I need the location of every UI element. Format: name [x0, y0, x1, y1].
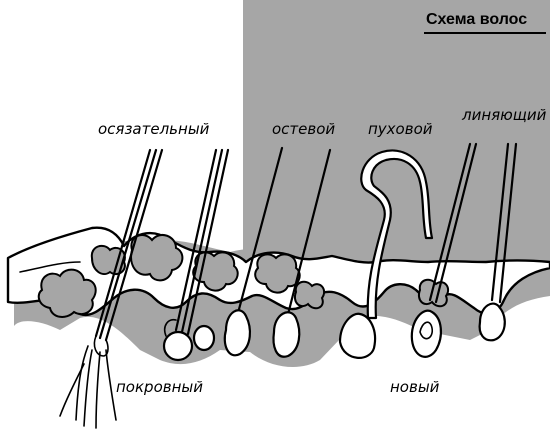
label-down: пуховой	[368, 120, 433, 138]
label-tactile: осязательный	[98, 120, 210, 138]
label-new: новый	[390, 378, 440, 396]
skin-edge-detail	[19, 261, 81, 273]
grey-background-panel	[243, 0, 550, 262]
shedding-hair	[478, 142, 518, 342]
diagram-title: Схема волос	[426, 11, 527, 28]
sebaceous-gland-left	[37, 244, 126, 318]
covering-hair	[162, 148, 230, 362]
down-hair	[338, 149, 434, 359]
label-shedding: линяющий	[461, 106, 547, 124]
label-covering: покровный	[116, 378, 203, 396]
guard-hair	[223, 146, 332, 358]
label-guard: остевой	[272, 120, 335, 138]
tactile-hair	[59, 148, 164, 429]
new-hair	[410, 142, 478, 358]
